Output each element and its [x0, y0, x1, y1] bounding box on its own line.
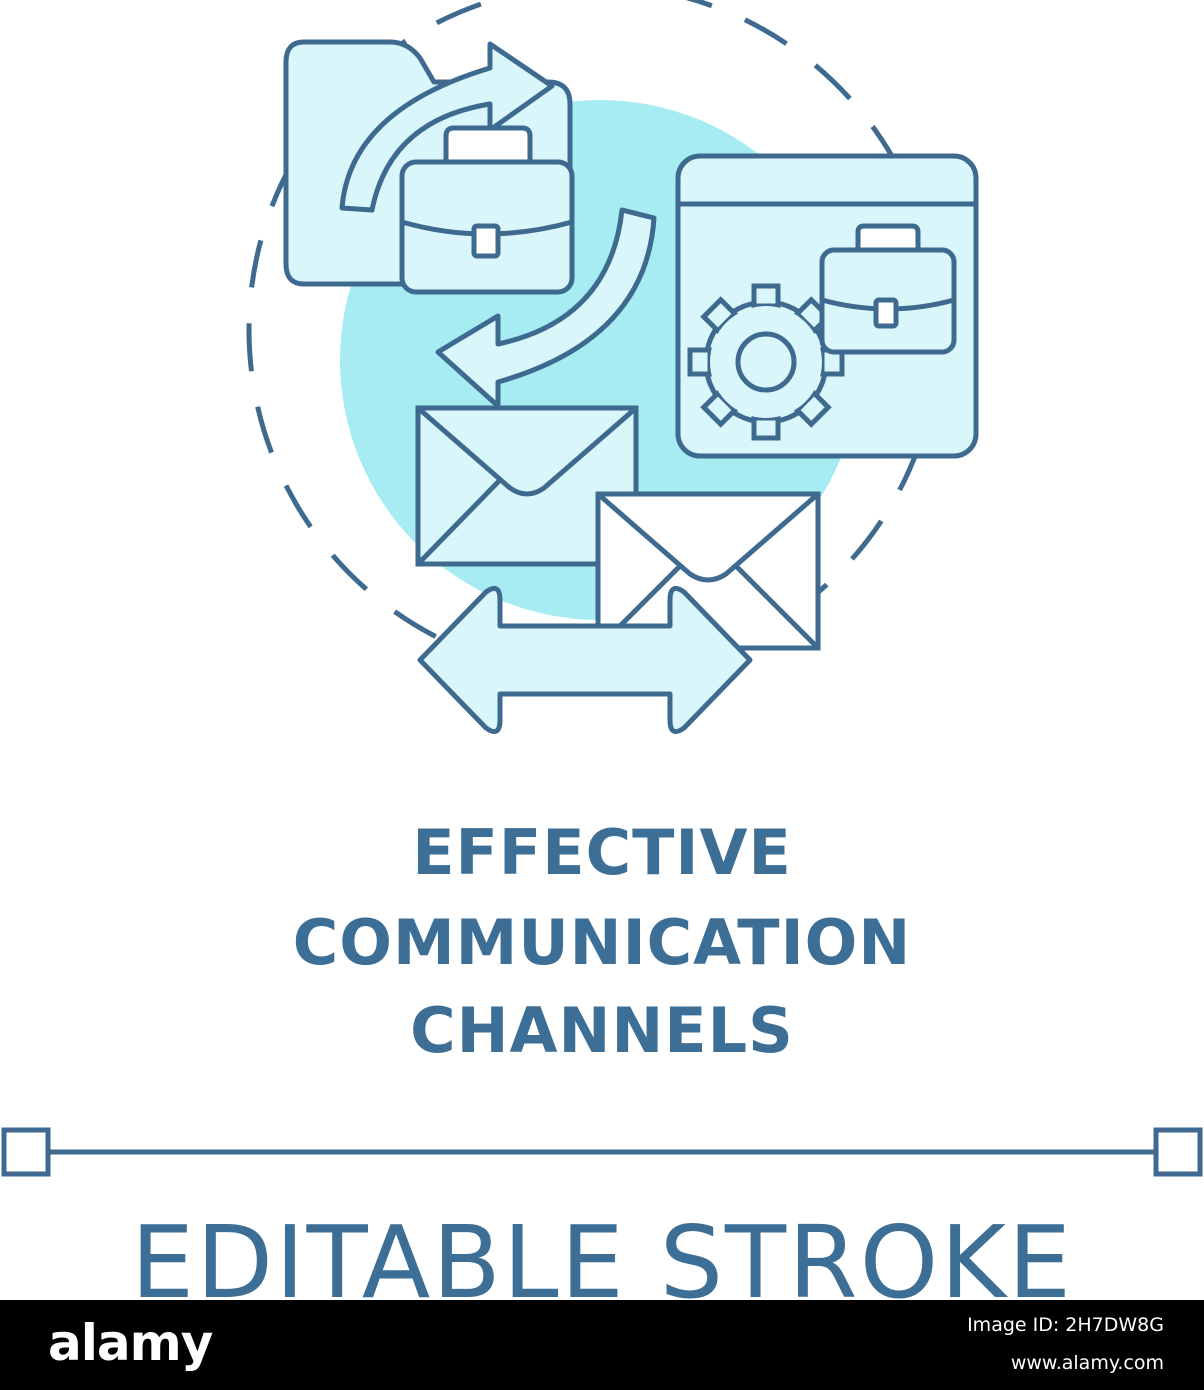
- image-id-text: Image ID: 2H7DW8G: [967, 1314, 1164, 1336]
- gear-icon: [687, 283, 845, 441]
- double-arrow-icon: [417, 585, 753, 735]
- communication-channels-icon: [246, 0, 979, 735]
- page-title-line-1: EFFECTIVE: [412, 816, 792, 889]
- briefcase-icon: [399, 125, 575, 295]
- editable-stroke-label: EDITABLE STROKE: [130, 1208, 1074, 1300]
- refresh-arrows-icon: [339, 41, 657, 409]
- editable-stroke-bar: [1, 1127, 1203, 1177]
- page-title-line-3: CHANNELS: [410, 994, 794, 1067]
- watermark-footer: alamy Image ID: 2H7DW8G www.alamy.com: [0, 1300, 1204, 1390]
- site-url-text: www.alamy.com: [1010, 1352, 1164, 1374]
- page-title-line-2: COMMUNICATION: [292, 906, 912, 979]
- stroke-handle-right: [1153, 1127, 1203, 1177]
- small-briefcase-icon: [819, 223, 957, 355]
- stroke-handle-left: [1, 1127, 51, 1177]
- brand-logo: alamy: [48, 1314, 213, 1372]
- browser-window-icon: [675, 153, 979, 459]
